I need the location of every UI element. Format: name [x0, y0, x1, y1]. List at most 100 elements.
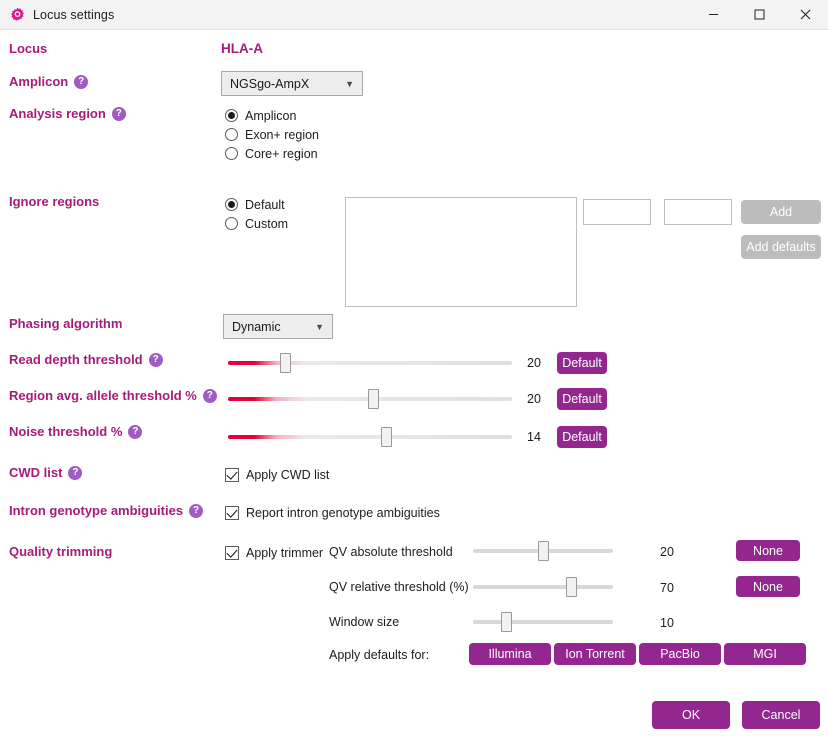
radio-option-ignore-custom[interactable]: Custom: [225, 214, 288, 233]
ignore-regions-list[interactable]: [345, 197, 577, 307]
chevron-down-icon-phasing: ▼: [315, 321, 324, 332]
amplicon-select-value: NGSgo-AmpX: [230, 76, 310, 91]
chevron-down-icon: ▼: [345, 78, 354, 89]
qv-absolute-threshold-slider[interactable]: [473, 540, 613, 562]
checkbox-icon-trimmer: [225, 545, 239, 560]
radio-label-ignore-custom: Custom: [245, 216, 289, 231]
ignore-region-end-input[interactable]: [664, 199, 732, 225]
defaults-pacbio-button[interactable]: PacBio: [639, 643, 721, 665]
phasing-algorithm-select[interactable]: Dynamic ▼: [223, 314, 333, 339]
label-phasing-algorithm-text: Phasing algorithm: [9, 316, 123, 331]
slider-thumb[interactable]: [538, 541, 549, 561]
checkbox-icon-intron: [225, 505, 239, 520]
checkbox-icon-cwd: [225, 467, 239, 482]
help-icon-region-avg-allele-threshold[interactable]: ?: [202, 388, 217, 403]
apply-trimmer-label: Apply trimmer: [246, 545, 324, 560]
radio-label-amplicon: Amplicon: [245, 108, 297, 123]
label-ignore-regions: Ignore regions: [9, 194, 99, 209]
help-icon-amplicon[interactable]: ?: [74, 74, 89, 89]
radio-icon-ignore-custom: [225, 217, 238, 230]
help-icon-noise-threshold[interactable]: ?: [128, 424, 143, 439]
radio-option-ignore-default[interactable]: Default: [225, 195, 288, 214]
title-bar: Locus settings: [0, 0, 828, 30]
radio-icon-core-region: [225, 147, 238, 160]
minimize-button[interactable]: [690, 0, 736, 30]
analysis-region-radio-group: Amplicon Exon+ region Core+ region: [225, 106, 319, 163]
radio-option-amplicon[interactable]: Amplicon: [225, 106, 319, 125]
window-title: Locus settings: [33, 7, 115, 22]
slider-track: [228, 435, 512, 439]
read-depth-threshold-value: 20: [527, 356, 541, 370]
slider-thumb[interactable]: [280, 353, 291, 373]
phasing-algorithm-select-value: Dynamic: [232, 319, 281, 334]
add-button[interactable]: Add: [741, 200, 821, 224]
help-icon-intron-genotype-ambiguities[interactable]: ?: [189, 503, 204, 518]
radio-label-exon-region: Exon+ region: [245, 127, 320, 142]
help-icon-cwd-list[interactable]: ?: [68, 465, 83, 480]
read-depth-threshold-slider[interactable]: [228, 352, 512, 374]
label-noise-threshold-text: Noise threshold %: [9, 424, 123, 439]
label-read-depth-threshold: Read depth threshold ?: [9, 352, 163, 367]
window-size-slider[interactable]: [473, 611, 613, 633]
qv-relative-threshold-slider[interactable]: [473, 576, 613, 598]
noise-threshold-slider[interactable]: [228, 426, 512, 448]
ignore-region-start-input[interactable]: [583, 199, 651, 225]
window-size-label: Window size: [329, 615, 400, 629]
cancel-button[interactable]: Cancel: [742, 701, 820, 729]
window-controls: [690, 0, 828, 30]
qv-absolute-threshold-label: QV absolute threshold: [329, 545, 453, 559]
qv-relative-threshold-label: QV relative threshold (%): [329, 580, 469, 594]
label-locus: Locus: [9, 41, 47, 56]
settings-panel: Locus HLA-A Amplicon ? NGSgo-AmpX ▼ Anal…: [0, 30, 828, 736]
help-icon-analysis-region[interactable]: ?: [111, 106, 126, 121]
slider-track: [473, 620, 613, 624]
label-ignore-regions-text: Ignore regions: [9, 194, 100, 209]
label-phasing-algorithm: Phasing algorithm: [9, 316, 122, 331]
label-noise-threshold: Noise threshold % ?: [9, 424, 143, 439]
locus-value: HLA-A: [221, 41, 263, 56]
qv-relative-threshold-value: 70: [660, 581, 674, 595]
apply-trimmer-checkbox[interactable]: Apply trimmer: [225, 543, 323, 562]
qv-relative-threshold-none-button[interactable]: None: [736, 576, 800, 597]
defaults-ion-torrent-button[interactable]: Ion Torrent: [554, 643, 636, 665]
help-icon-read-depth-threshold[interactable]: ?: [148, 352, 163, 367]
region-avg-allele-threshold-default-button[interactable]: Default: [557, 388, 607, 410]
label-read-depth-threshold-text: Read depth threshold: [9, 352, 143, 367]
ok-button[interactable]: OK: [652, 701, 730, 729]
maximize-button[interactable]: [736, 0, 782, 30]
radio-label-ignore-default: Default: [245, 197, 285, 212]
radio-option-core-region[interactable]: Core+ region: [225, 144, 319, 163]
apply-cwd-list-checkbox[interactable]: Apply CWD list: [225, 465, 329, 484]
ignore-regions-radio-group: Default Custom: [225, 195, 288, 233]
slider-thumb[interactable]: [501, 612, 512, 632]
report-intron-ambiguities-checkbox[interactable]: Report intron genotype ambiguities: [225, 503, 440, 522]
radio-icon-amplicon: [225, 109, 238, 122]
apply-cwd-list-label: Apply CWD list: [246, 467, 330, 482]
label-region-avg-allele-threshold-text: Region avg. allele threshold %: [9, 388, 197, 403]
read-depth-threshold-default-button[interactable]: Default: [557, 352, 607, 374]
radio-option-exon-region[interactable]: Exon+ region: [225, 125, 319, 144]
add-defaults-button[interactable]: Add defaults: [741, 235, 821, 259]
label-analysis-region: Analysis region ?: [9, 106, 126, 121]
label-analysis-region-text: Analysis region: [9, 106, 106, 121]
slider-track: [473, 585, 613, 589]
noise-threshold-default-button[interactable]: Default: [557, 426, 607, 448]
qv-absolute-threshold-value: 20: [660, 545, 674, 559]
qv-absolute-threshold-none-button[interactable]: None: [736, 540, 800, 561]
report-intron-ambiguities-label: Report intron genotype ambiguities: [246, 505, 440, 520]
defaults-illumina-button[interactable]: Illumina: [469, 643, 551, 665]
slider-thumb[interactable]: [381, 427, 392, 447]
amplicon-select[interactable]: NGSgo-AmpX ▼: [221, 71, 363, 96]
label-cwd-list: CWD list ?: [9, 465, 83, 480]
close-button[interactable]: [782, 0, 828, 30]
slider-track: [228, 361, 512, 365]
label-amplicon: Amplicon ?: [9, 74, 89, 89]
region-avg-allele-threshold-slider[interactable]: [228, 388, 512, 410]
label-locus-text: Locus: [9, 41, 48, 56]
defaults-mgi-button[interactable]: MGI: [724, 643, 806, 665]
slider-thumb[interactable]: [368, 389, 379, 409]
slider-thumb[interactable]: [566, 577, 577, 597]
label-quality-trimming: Quality trimming: [9, 544, 112, 559]
label-region-avg-allele-threshold: Region avg. allele threshold % ?: [9, 388, 217, 403]
label-quality-trimming-text: Quality trimming: [9, 544, 113, 559]
